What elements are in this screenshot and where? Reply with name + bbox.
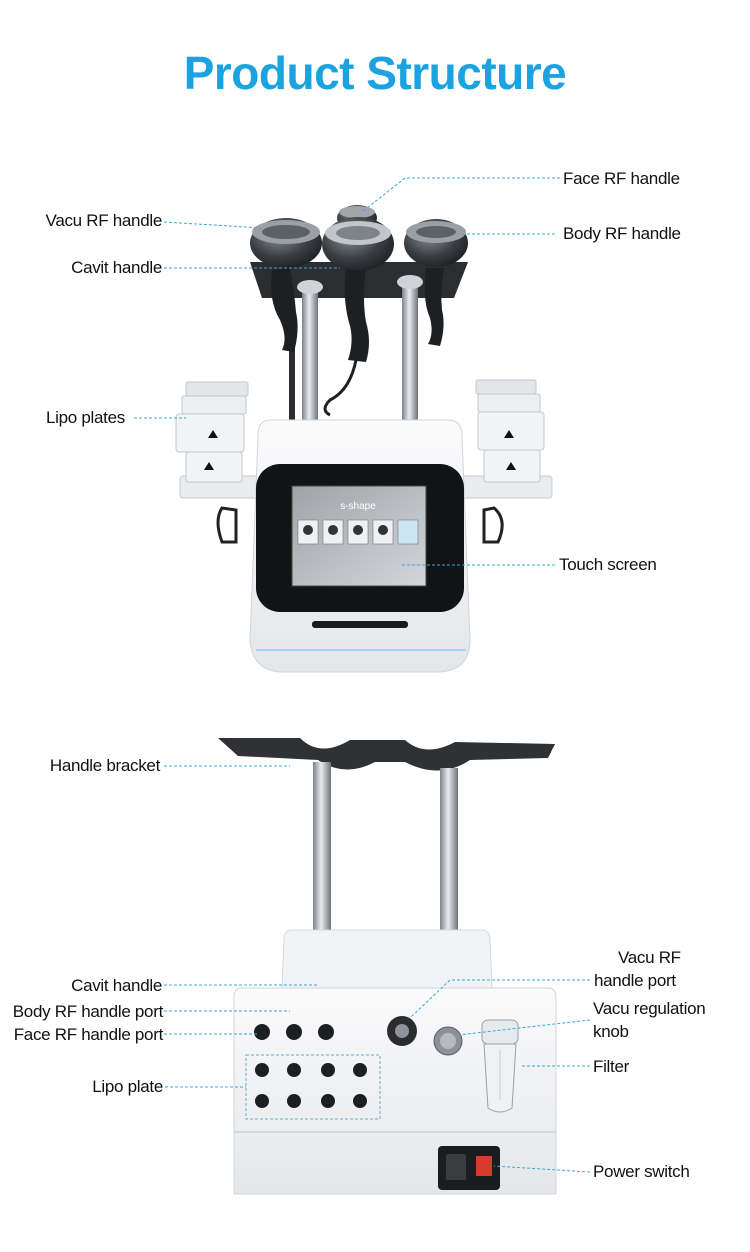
handle-bracket-shape — [218, 738, 555, 771]
label-lipo-plate: Lipo plate — [92, 1077, 163, 1096]
bottom-device — [218, 738, 557, 1195]
label-vacu-knob-line2: knob — [593, 1022, 629, 1041]
filter-canister — [481, 1019, 519, 1113]
leader-lines — [134, 177, 591, 1173]
lipo-plates-right — [461, 379, 553, 544]
label-filter: Filter — [593, 1057, 629, 1076]
label-power-switch: Power switch — [593, 1162, 690, 1181]
label-face-rf-port: Face RF handle port — [13, 1025, 164, 1044]
label-vacu-rf-port-line2: handle port — [594, 971, 676, 990]
label-cavit-handle-top: Cavit handle — [71, 258, 162, 277]
label-cavit-handle-bottom: Cavit handle — [71, 976, 162, 995]
power-switch-rocker — [476, 1156, 492, 1176]
body-rf-handle — [404, 219, 468, 346]
label-touch-screen: Touch screen — [559, 555, 657, 574]
main-console: s-shape — [249, 419, 471, 673]
label-body-rf-handle: Body RF handle — [563, 224, 681, 243]
support-pole-left — [302, 290, 318, 450]
lipo-ports — [255, 1063, 367, 1108]
label-vacu-knob-line1: Vacu regulation — [593, 999, 706, 1018]
screen-heading: s-shape — [340, 501, 376, 512]
label-vacu-rf-port-line1: Vacu RF — [618, 948, 681, 967]
lipo-plates-left — [175, 381, 263, 544]
top-device: s-shape — [175, 205, 553, 673]
label-vacu-rf-handle: Vacu RF handle — [45, 211, 163, 230]
label-handle-bracket: Handle bracket — [49, 756, 160, 775]
label-body-rf-port: Body RF handle port — [12, 1002, 164, 1021]
page-title: Product Structure — [183, 47, 567, 99]
label-face-rf-handle: Face RF handle — [563, 169, 680, 188]
rf-ports — [254, 1024, 334, 1040]
label-lipo-plates: Lipo plates — [46, 408, 125, 427]
vacu-rf-handle — [250, 218, 322, 352]
lipo-port-panel — [245, 1054, 381, 1120]
cavit-handle — [322, 217, 394, 417]
support-pole-right — [402, 285, 418, 450]
